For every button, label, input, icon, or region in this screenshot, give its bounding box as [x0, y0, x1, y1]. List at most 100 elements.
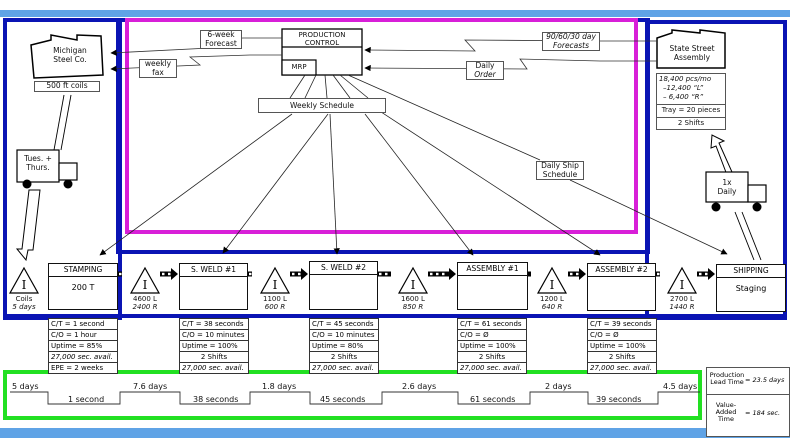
inventory-triangle-icon [129, 266, 161, 294]
process-assembly2[interactable]: ASSEMBLY #2 [587, 263, 656, 311]
lead-time-value: = 23.5 days [745, 376, 785, 384]
inventory-label-line2: 600 R [264, 303, 286, 312]
inventory-triangle-icon [259, 266, 291, 294]
data-cell: 2 Shifts [309, 351, 379, 363]
process-detail: Staging [735, 284, 767, 293]
forecasts-906030-flow [364, 39, 657, 54]
process-name: SHIPPING [717, 265, 785, 278]
inventory-label-line2: 2400 R [132, 303, 158, 312]
timeline-days-3: 2.6 days [402, 382, 437, 391]
daily-ship-line2: Schedule [542, 169, 578, 179]
inbound-truck-line1: Tues. + [24, 154, 52, 163]
data-cell: C/O = 1 hour [48, 329, 118, 341]
data-cell: Uptime = 100% [457, 340, 527, 352]
timeline-seconds-1: 38 seconds [193, 395, 239, 404]
process-name: S. WELD #1 [180, 264, 247, 277]
process-stamping[interactable]: STAMPING 200 T [48, 263, 118, 310]
inbound-truck-label: Tues. + Thurs. [17, 154, 59, 172]
data-cell: Uptime = 80% [309, 340, 379, 352]
weekly-fax-label: weekly fax [139, 59, 177, 79]
inventory-label-line2: 5 days [12, 303, 36, 312]
daily-ship-schedule-label: Daily Ship Schedule [536, 161, 584, 181]
process-detail [180, 277, 247, 283]
process-sweld1[interactable]: S. WELD #1 [179, 263, 248, 310]
data-cell: 2 Shifts [179, 351, 249, 363]
center-blue-frame [116, 18, 650, 254]
process-assembly1[interactable]: ASSEMBLY #1 [457, 262, 528, 310]
inventory-label-line2: 1440 R [669, 303, 695, 312]
production-control-line2: CONTROL [304, 39, 340, 48]
process-shipping[interactable]: SHIPPING Staging [716, 264, 786, 312]
customer-factory-icon [656, 29, 726, 69]
push-arrow [697, 271, 709, 277]
timeline-days-5: 4.5 days [663, 382, 698, 391]
bottom-band [0, 428, 790, 438]
outbound-truck-icon [705, 171, 767, 212]
inventory-label-line1: 1600 L [401, 295, 425, 303]
data-cell: 27,000 sec. avail. [309, 362, 379, 374]
data-cell: C/T = 39 seconds [587, 318, 657, 330]
forecast-6wk-line1: 6-week [207, 30, 235, 39]
data-cell: 2 Shifts [587, 351, 657, 363]
inventory-triangle-icon [8, 266, 40, 294]
timeline-seconds-2: 45 seconds [320, 395, 366, 404]
data-cell: C/O = 10 minutes [179, 329, 249, 341]
process-name: STAMPING [49, 264, 117, 277]
supplier-name: Michigan Steel Co. [42, 46, 98, 64]
daily-ship-line1: Daily Ship [541, 161, 579, 170]
mrp-label: MRP [291, 63, 307, 71]
daily-order-label: Daily Order [466, 61, 504, 81]
forecasts-906030-label: 90/60/30 day Forecasts [542, 32, 600, 52]
inventory-label-line1: 1100 L [263, 295, 287, 303]
lead-time-summary: Production Lead Time = 23.5 days Value- … [706, 367, 790, 437]
inventory-triangle-icon [536, 266, 568, 294]
mrp-box [281, 59, 317, 76]
va-label-line3: Time [718, 415, 734, 424]
customer-tray: Tray = 20 pieces [661, 106, 721, 114]
push-arrow-to-customer [710, 134, 733, 176]
lead-time-label-line1: Production [709, 371, 745, 379]
schedule-arrow-sweld2 [329, 113, 340, 255]
timeline-ladder [10, 391, 700, 405]
data-cell: 27,000 sec. avail. [48, 351, 118, 363]
production-control-title: PRODUCTION CONTROL [282, 31, 362, 47]
process-name: S. WELD #2 [310, 262, 377, 275]
process-name: ASSEMBLY #1 [458, 263, 527, 276]
process-detail [458, 276, 527, 282]
push-arrow-head [301, 268, 308, 280]
value-added-value: = 184 sec. [745, 409, 781, 417]
data-cell: 27,000 sec. avail. [587, 362, 657, 374]
customer-demand-total: 18,400 pcs/mo [659, 75, 712, 83]
data-cell: C/O = 10 minutes [309, 329, 379, 341]
inventory-symbol: I [680, 278, 685, 292]
push-arrow-head [171, 268, 178, 280]
data-cell: 2 Shifts [457, 351, 527, 363]
customer-name-line2: Assembly [673, 52, 711, 62]
push-arrow-to-coils [15, 189, 41, 262]
data-cell: Uptime = 85% [48, 340, 118, 352]
process-sweld2[interactable]: S. WELD #2 [309, 261, 378, 310]
production-control-line1: PRODUCTION [298, 31, 346, 39]
process-detail [588, 277, 655, 283]
daily-order-line1: Daily [475, 61, 495, 70]
weekly-fax-line1: weekly [144, 59, 172, 68]
push-arrow [160, 271, 172, 277]
data-cell: C/O = Ø [457, 329, 527, 341]
inventory-label-line2: 850 R [402, 303, 424, 312]
lead-time-label-line2: Lead Time [710, 378, 744, 387]
customer-demand-r: – 6,400 “R” [663, 93, 704, 101]
data-box-stamping: C/T = 1 second C/O = 1 hour Uptime = 85%… [48, 318, 118, 374]
customer-shifts: 2 Shifts [677, 119, 705, 127]
inventory-symbol: I [22, 278, 27, 292]
weekly-fax-line2: fax [152, 67, 164, 77]
process-detail: 200 T [71, 283, 95, 292]
customer-name-line1: State Street [669, 44, 715, 53]
inventory-label-line1: 1200 L [540, 295, 564, 303]
push-arrow [377, 271, 391, 277]
inbound-truck-icon [16, 149, 78, 189]
data-box-sweld2: C/T = 45 seconds C/O = 10 minutes Uptime… [309, 318, 379, 374]
